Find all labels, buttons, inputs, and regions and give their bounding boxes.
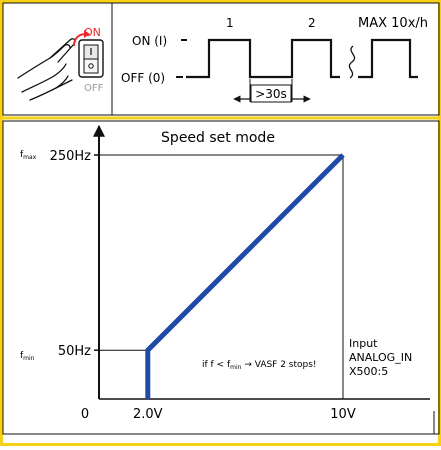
on-arrow-head xyxy=(84,30,90,38)
y-tick-label-0: 50Hz xyxy=(58,344,91,359)
switch-off-label: OFF xyxy=(84,83,104,94)
on-arrow-icon xyxy=(73,33,85,47)
header-panel-border xyxy=(2,2,440,116)
switch-on-label: ON xyxy=(84,26,101,39)
pulse-2-label: 2 xyxy=(308,16,316,30)
break-symbol xyxy=(348,45,356,79)
pulse-train-right xyxy=(358,38,418,79)
x-tick-label-1: 2.0V xyxy=(133,407,163,422)
annotation-line: if f < fmin → VASF 2 stops! xyxy=(202,360,317,371)
x-axis-label-0: Input xyxy=(349,337,378,350)
min-off-box xyxy=(250,84,292,103)
y-tick-label-1: 250Hz xyxy=(50,149,92,164)
chart-panel-border xyxy=(2,120,440,435)
chart-title: Speed set mode xyxy=(161,130,275,146)
x-tick-label-2: 10V xyxy=(330,407,356,422)
switch-illustration: ON OFF xyxy=(17,26,104,101)
x-axis-label-2: X500:5 xyxy=(349,365,388,378)
max-switching-label: MAX 10x/h xyxy=(358,16,428,31)
hand-pressing-rocker-switch-icon xyxy=(17,38,76,101)
timing-on-label: ON (I) xyxy=(132,34,167,48)
rocker-switch xyxy=(78,39,104,78)
x-axis-label-1: ANALOG_IN xyxy=(349,351,412,364)
series-speed-curve xyxy=(145,153,345,399)
pulse-train-left xyxy=(186,38,340,79)
x-tick-label-0: 0 xyxy=(81,407,89,422)
y-tick-fmin-symbol: fmin xyxy=(20,351,35,362)
timing-off-label: OFF (0) xyxy=(121,71,165,85)
speed-set-chart: Speed set mode fmin fmax if f < fmin → V… xyxy=(20,124,435,434)
min-off-label: >30s xyxy=(255,87,287,101)
pulse-1-label: 1 xyxy=(226,16,234,30)
timing-diagram: ON (I) OFF (0) 1 2 MAX 10x/h >30s xyxy=(121,16,428,103)
y-tick-fmax-symbol: fmax xyxy=(20,150,37,161)
